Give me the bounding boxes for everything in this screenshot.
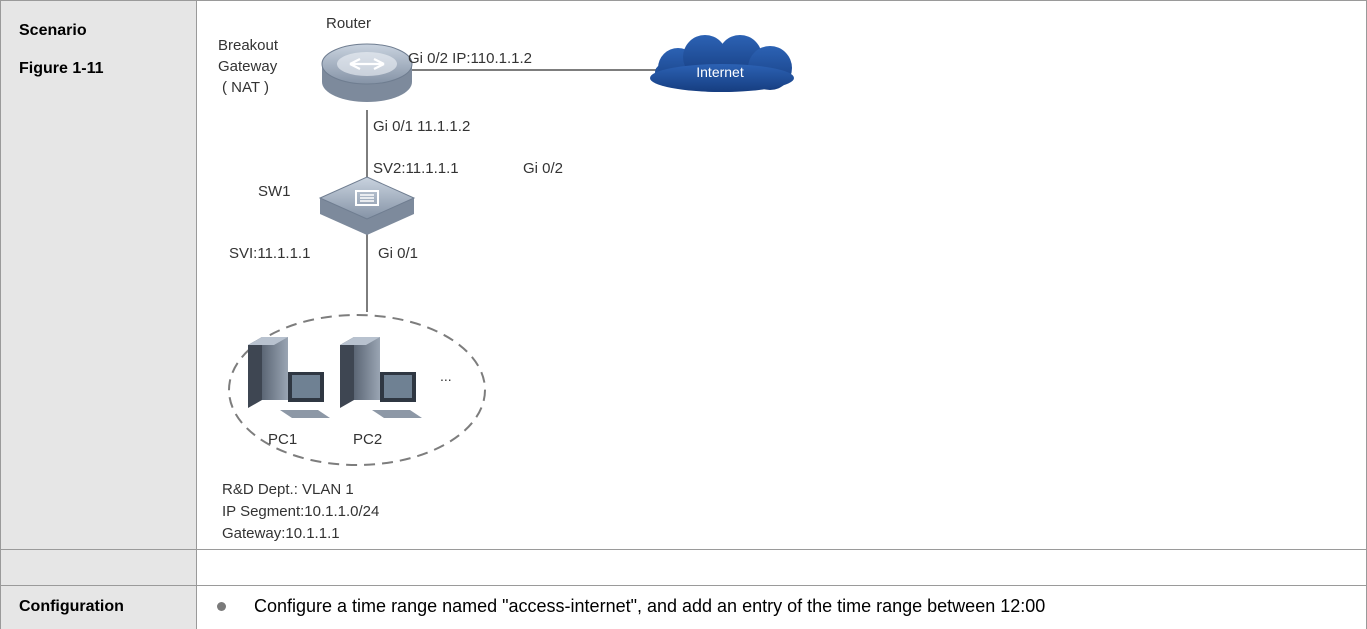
switch-downlink-port-label: Gi 0/1 bbox=[378, 245, 418, 262]
switch-icon bbox=[318, 176, 416, 235]
top-border bbox=[0, 0, 1367, 1]
switch-uplink-svi-label: SV2:11.1.1.1 bbox=[373, 160, 459, 177]
configuration-title: Configuration bbox=[19, 598, 124, 615]
note-gateway: Gateway:10.1.1.1 bbox=[222, 525, 340, 542]
outer-left-border bbox=[0, 0, 1, 629]
switch-uplink-port-label: Gi 0/2 bbox=[523, 160, 563, 177]
pc1-icon bbox=[248, 337, 330, 418]
switch-name: SW1 bbox=[258, 183, 291, 200]
pc2-icon bbox=[340, 337, 422, 418]
bullet-icon bbox=[217, 602, 226, 611]
figure-label: Figure 1-11 bbox=[19, 60, 104, 77]
configuration-bullet-text: Configure a time range named "access-int… bbox=[254, 596, 1046, 616]
scenario-header-cell bbox=[0, 0, 196, 549]
pc1-label: PC1 bbox=[268, 431, 297, 448]
router-internet-link-label: Gi 0/2 IP:110.1.1.2 bbox=[408, 50, 532, 67]
row-divider-2 bbox=[0, 585, 1367, 586]
network-topology-diagram: Internet Router Breakout Gateway ( NAT )… bbox=[218, 15, 794, 542]
router-name: Router bbox=[326, 15, 371, 32]
note-vlan: R&D Dept.: VLAN 1 bbox=[222, 481, 354, 498]
empty-header-cell bbox=[0, 550, 196, 585]
router-icon bbox=[321, 43, 413, 102]
internet-cloud-icon bbox=[650, 35, 794, 92]
more-pcs-ellipsis: ... bbox=[440, 368, 452, 384]
router-switch-link-label: Gi 0/1 11.1.1.2 bbox=[373, 118, 470, 135]
switch-downlink-svi-label: SVI:11.1.1.1 bbox=[229, 245, 310, 262]
internet-label: Internet bbox=[696, 64, 744, 80]
scenario-title: Scenario bbox=[19, 22, 87, 39]
row-divider-1 bbox=[0, 549, 1367, 550]
pc2-label: PC2 bbox=[353, 431, 382, 448]
router-label-line3: ( NAT ) bbox=[222, 79, 269, 96]
router-label-line2: Gateway bbox=[218, 58, 278, 75]
column-divider bbox=[196, 0, 197, 629]
note-ip-segment: IP Segment:10.1.1.0/24 bbox=[222, 503, 379, 520]
pc-group-ellipse bbox=[228, 314, 486, 466]
configuration-header-cell bbox=[0, 586, 196, 629]
router-label-line1: Breakout bbox=[218, 37, 279, 54]
